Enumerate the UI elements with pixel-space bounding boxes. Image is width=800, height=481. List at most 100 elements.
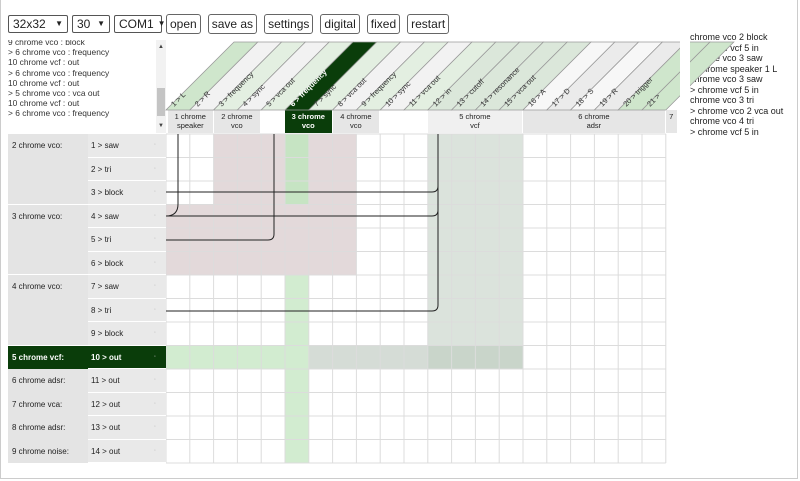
connection-entry: chrome vco 3 saw — [690, 53, 763, 63]
module-header: 7 — [665, 110, 678, 133]
size-select-value: 32x32 — [13, 17, 46, 31]
output-jack[interactable]: 10 > out ◦ — [88, 345, 166, 369]
output-jack-label: 9 > block — [91, 329, 124, 338]
output-jack[interactable]: 12 > out ◦ — [88, 392, 166, 416]
dot-icon: ◦ — [153, 189, 156, 195]
toolbar: 32x32 ▼ 30 ▼ COM1 ▼ open save as setting… — [8, 14, 456, 34]
count-select[interactable]: 30 ▼ — [72, 15, 110, 33]
log-line: > 6 chrome vco : frequency — [8, 47, 110, 58]
output-jack[interactable]: 6 > block◦ — [88, 251, 166, 275]
source-module-label: 5 chrome vcf: — [8, 345, 88, 369]
source-module-label: 3 chrome vco: — [8, 204, 88, 275]
output-jack[interactable]: 5 > tri ◦ — [88, 228, 166, 252]
output-jack[interactable]: 13 > out ◦ — [88, 416, 166, 440]
output-jack-label: 14 > out — [91, 446, 121, 456]
connection-entry: chrome vco 3 tri — [690, 95, 755, 105]
output-jack-label: 6 > block — [91, 258, 124, 268]
port-select-value: COM1 — [119, 17, 154, 31]
dot-icon: ◦ — [153, 236, 156, 242]
module-header-line1: 3 chrome — [291, 112, 325, 121]
module-header-line2: vco — [350, 121, 362, 130]
log-line: > 6 chrome vco : frequency — [8, 67, 110, 78]
chevron-down-icon: ▼ — [55, 19, 63, 28]
scrollbar-thumb[interactable] — [157, 88, 165, 116]
module-header-line1: 5 chrome — [459, 112, 491, 121]
count-select-value: 30 — [77, 17, 91, 31]
output-jack-label: 3 > block — [91, 188, 124, 197]
dot-icon: ◦ — [153, 400, 156, 407]
module-header-line2: vco — [301, 121, 315, 130]
connection-entry: > chrome vco 2 vca out — [690, 105, 784, 116]
connection-entry: chrome vco 3 saw — [690, 74, 763, 84]
output-jack-label: 8 > tri — [91, 305, 112, 315]
module-header-line2: vco — [231, 121, 243, 130]
source-module-label: 6 chrome adsr: — [8, 369, 88, 393]
source-module-label: 9 chrome noise: — [8, 439, 88, 463]
dot-icon: ◦ — [153, 283, 156, 289]
dot-icon: ◦ — [153, 212, 156, 219]
output-jack-label: 4 > saw — [91, 211, 119, 221]
dot-icon: ◦ — [153, 306, 156, 313]
output-jack-label: 5 > tri — [91, 235, 112, 244]
output-jack[interactable]: 8 > tri ◦ — [88, 298, 166, 322]
chevron-down-icon: ▼ — [97, 19, 105, 28]
log-line: 10 chrome vcf : out — [8, 57, 80, 68]
tab-clip — [680, 30, 690, 110]
log-line: > 6 chrome vco : frequency — [8, 108, 110, 119]
output-jack[interactable]: 14 > out ◦ — [88, 439, 166, 463]
output-jack-label: 13 > out — [91, 423, 121, 432]
connection-entry: > chrome vcf 5 in — [690, 126, 759, 137]
open-button[interactable]: open — [166, 14, 201, 34]
output-jack-label: 12 > out — [91, 399, 121, 409]
output-jack[interactable]: 9 > block ◦ — [88, 322, 166, 346]
save-as-button[interactable]: save as — [207, 14, 258, 34]
output-jack[interactable]: 11 > out◦ — [88, 369, 166, 393]
size-select[interactable]: 32x32 ▼ — [8, 15, 68, 33]
output-jack-label: 2 > tri — [91, 164, 112, 174]
dot-icon: ◦ — [153, 447, 156, 454]
output-jack-label: 10 > out — [91, 352, 122, 362]
digital-button[interactable]: digital — [320, 14, 360, 34]
connection-entry: > chrome speaker 1 L — [690, 63, 778, 74]
output-jack[interactable]: 1 > saw ◦ — [88, 134, 166, 158]
dot-icon: ◦ — [153, 377, 156, 383]
log-line: 9 chrome vco : block — [8, 40, 85, 47]
log-textarea[interactable]: 9 chrome vco : block> 6 chrome vco : fre… — [8, 40, 166, 133]
dot-icon: ◦ — [153, 424, 156, 430]
connection-entry: chrome vco 4 tri — [690, 116, 755, 126]
output-jack[interactable]: 3 > block ◦ — [88, 181, 166, 205]
module-header-line2: speaker — [176, 121, 204, 130]
module-header-line2: vcf — [470, 121, 480, 130]
fixed-button[interactable]: fixed — [366, 14, 401, 34]
log-scrollbar[interactable]: ▲ ▼ — [156, 40, 166, 133]
dot-icon: ◦ — [153, 330, 156, 336]
module-header-line1: 6 chrome — [578, 112, 610, 121]
source-module-label: 8 chrome adsr: — [8, 416, 88, 440]
dot-icon: ◦ — [153, 142, 156, 148]
output-jack-label: 1 > saw — [91, 141, 119, 150]
output-jack[interactable]: 7 > saw◦ — [88, 275, 166, 299]
selected-output-row — [308, 345, 428, 369]
module-header-line1: 7 — [669, 112, 674, 121]
source-module-label: 7 chrome vca: — [8, 392, 88, 416]
output-jack[interactable]: 4 > saw ◦ — [88, 204, 166, 228]
dot-icon: ◦ — [153, 353, 156, 360]
output-jack[interactable]: 2 > tri◦ — [88, 157, 166, 181]
scroll-up-icon[interactable]: ▲ — [158, 44, 164, 50]
log-line: > 5 chrome vco : vca out — [8, 88, 100, 99]
connection-entry: chrome vco 2 block — [690, 32, 768, 42]
restart-button[interactable]: restart — [407, 14, 450, 34]
settings-button[interactable]: settings — [264, 14, 314, 34]
log-lines: 9 chrome vco : block> 6 chrome vco : fre… — [8, 40, 154, 119]
port-select[interactable]: COM1 ▼ — [114, 15, 166, 33]
scroll-down-icon[interactable]: ▼ — [158, 122, 164, 129]
connection-entry: > chrome vcf 5 in — [690, 84, 759, 95]
log-line: 10 chrome vcf : out — [8, 77, 80, 88]
module-header-line1: 1 chrome — [174, 112, 206, 121]
